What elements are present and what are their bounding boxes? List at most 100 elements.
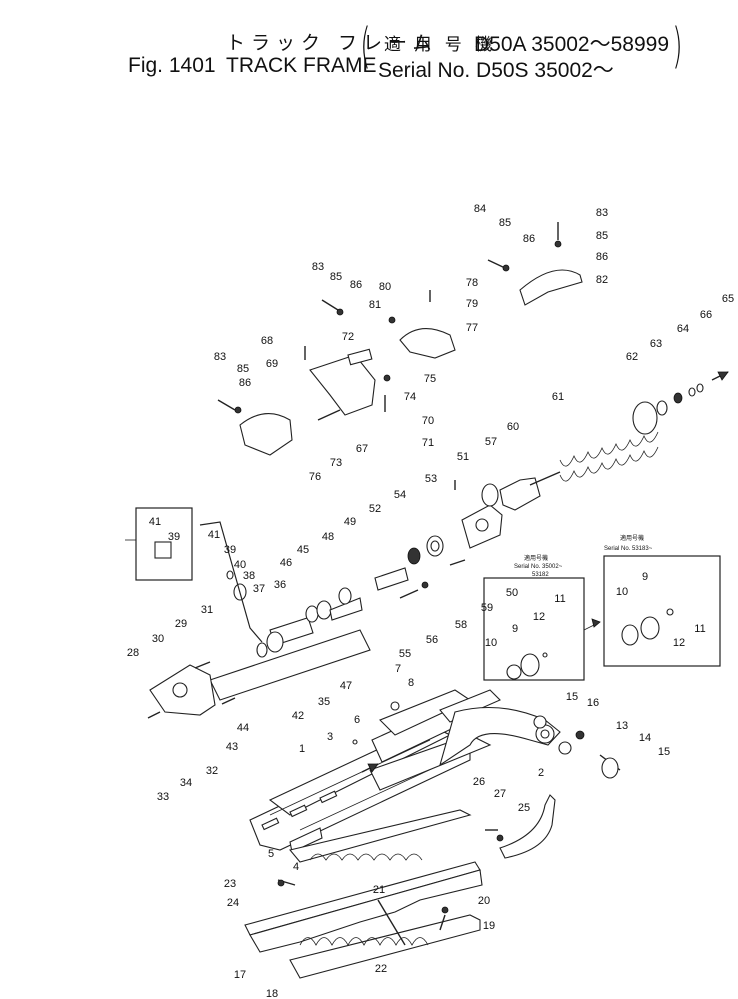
part-callout-21: 21	[373, 884, 385, 896]
part-callout-76: 76	[309, 471, 321, 483]
part-callout-6: 6	[354, 714, 360, 726]
part-callout-63: 63	[650, 338, 662, 350]
track-guard-lower	[244, 861, 483, 979]
part-callout-83: 83	[312, 261, 324, 273]
part-callout-28: 28	[127, 647, 139, 659]
part-callout-67: 67	[356, 443, 368, 455]
part-callout-42: 42	[292, 710, 304, 722]
part-callout-41: 41	[208, 529, 220, 541]
bracket-bore	[172, 682, 188, 698]
recoil-spring-group	[461, 383, 704, 549]
part-callout-48: 48	[322, 531, 334, 543]
part-callout-40: 40	[234, 559, 246, 571]
part-callout-57: 57	[485, 436, 497, 448]
inset-note-jp-left: 適用号機	[524, 554, 548, 562]
part-callout-8: 8	[408, 677, 414, 689]
guard-end-plate	[499, 794, 556, 859]
part-callout-34: 34	[180, 777, 192, 789]
part-callout-51: 51	[457, 451, 469, 463]
part-callout-82: 82	[596, 274, 608, 286]
part-callout-54: 54	[394, 489, 406, 501]
japanese-title: トラック フレーム	[226, 32, 438, 54]
part-callout-31: 31	[201, 604, 213, 616]
part-callout-86: 86	[596, 251, 608, 263]
part-callout-85: 85	[596, 230, 608, 242]
part-callout-12: 12	[673, 637, 685, 649]
part-callout-85: 85	[330, 271, 342, 283]
part-callout-3: 3	[327, 731, 333, 743]
part-callout-19: 19	[483, 920, 495, 932]
inset-box-center	[483, 577, 585, 681]
view-arrow-a-right	[711, 371, 729, 381]
part-callout-9: 9	[512, 623, 518, 635]
inset-arrow-head	[591, 618, 601, 628]
part-callout-17: 17	[234, 969, 246, 981]
part-callout-61: 61	[552, 391, 564, 403]
part-callout-13: 13	[616, 720, 628, 732]
part-callout-16: 16	[587, 697, 599, 709]
part-callout-79: 79	[466, 298, 478, 310]
track-guard-upper	[289, 809, 472, 863]
header-left-bracket: (	[360, 18, 371, 74]
part-callout-46: 46	[280, 557, 292, 569]
inset-note-jp-right: 適用号機	[620, 534, 644, 542]
part-callout-73: 73	[330, 457, 342, 469]
part-callout-23: 23	[224, 878, 236, 890]
cover-center	[399, 328, 456, 359]
cover-left	[239, 413, 293, 456]
serial-range-d50s: Serial No. D50S 35002～	[378, 59, 614, 82]
part-callout-35: 35	[318, 696, 330, 708]
part-callout-80: 80	[379, 281, 391, 293]
part-callout-36: 36	[274, 579, 286, 591]
recoil-cylinder-assembly	[209, 535, 444, 701]
inset-note-serial-right: Serial No. 53183~	[604, 546, 653, 552]
part-callout-86: 86	[239, 377, 251, 389]
part-callout-43: 43	[226, 741, 238, 753]
part-callout-10: 10	[485, 637, 497, 649]
part-callout-52: 52	[369, 503, 381, 515]
part-callout-44: 44	[237, 722, 249, 734]
part-callout-60: 60	[507, 421, 519, 433]
fasteners	[147, 222, 674, 946]
part-callout-81: 81	[369, 299, 381, 311]
part-callout-18: 18	[266, 988, 278, 999]
part-callout-68: 68	[261, 335, 273, 347]
serial-range-d50a: D50A 35002～58999	[474, 33, 669, 56]
part-callout-78: 78	[466, 277, 478, 289]
cover-right	[519, 269, 583, 306]
part-callout-20: 20	[478, 895, 490, 907]
page-title: TRACK FRAME	[226, 54, 377, 77]
part-callout-14: 14	[639, 732, 651, 744]
part-callout-64: 64	[677, 323, 689, 335]
inset-box-right	[603, 555, 721, 667]
figure-number: Fig. 1401	[128, 54, 216, 77]
part-callout-77: 77	[466, 322, 478, 334]
part-callout-58: 58	[455, 619, 467, 631]
part-callout-74: 74	[404, 391, 416, 403]
header-right-bracket: )	[672, 18, 683, 74]
part-callout-10: 10	[616, 586, 628, 598]
part-callout-25: 25	[518, 802, 530, 814]
part-callout-15: 15	[566, 691, 578, 703]
guard-bracket	[309, 348, 376, 416]
part-callout-53: 53	[425, 473, 437, 485]
part-callout-33: 33	[157, 791, 169, 803]
part-callout-86: 86	[350, 279, 362, 291]
part-callout-62: 62	[626, 351, 638, 363]
part-callout-39: 39	[168, 531, 180, 543]
part-callout-11: 11	[554, 593, 565, 605]
part-callout-75: 75	[424, 373, 436, 385]
part-callout-39: 39	[224, 544, 236, 556]
inset-note-serial-left: Serial No. 35002~	[514, 564, 563, 570]
part-callout-4: 4	[293, 861, 299, 873]
part-callout-84: 84	[474, 203, 486, 215]
view-arrow-a-center	[361, 763, 379, 773]
japanese-applicable-serial: 適 用 号 機	[384, 35, 497, 55]
part-callout-83: 83	[214, 351, 226, 363]
part-callout-29: 29	[175, 618, 187, 630]
part-callout-85: 85	[237, 363, 249, 375]
inset-note-serial-end: 53182	[532, 572, 549, 578]
part-callout-83: 83	[596, 207, 608, 219]
part-callout-32: 32	[206, 765, 218, 777]
